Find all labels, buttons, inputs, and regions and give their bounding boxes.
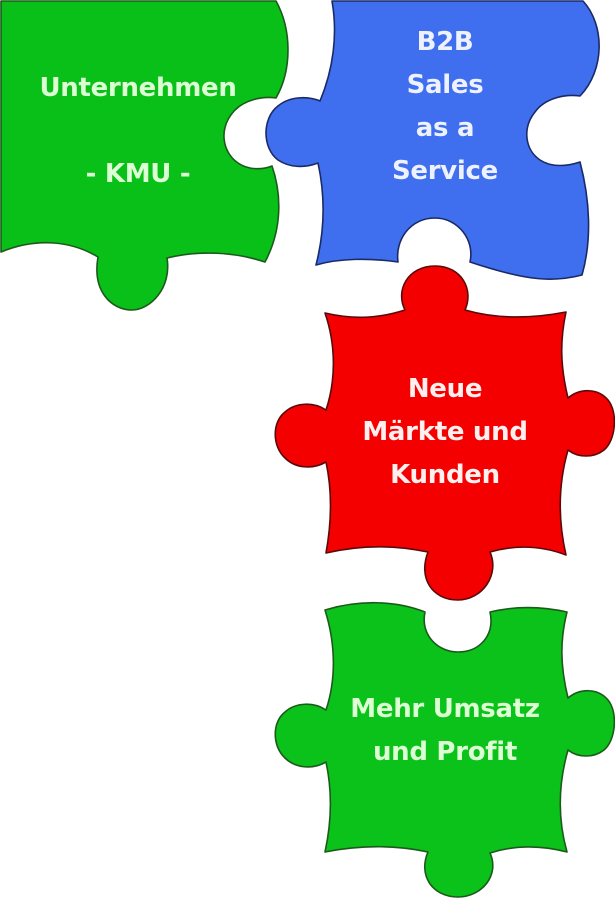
puzzle-piece-unternehmen bbox=[0, 0, 289, 311]
label-line: Mehr Umsatz bbox=[350, 694, 540, 724]
label-line: und Profit bbox=[372, 737, 518, 767]
puzzle-piece-neue-maerkte bbox=[274, 265, 615, 601]
puzzle-piece-mehr-umsatz bbox=[274, 601, 615, 898]
label-b2b-sales: B2B Sales as a Service bbox=[350, 21, 540, 193]
label-line: B2B bbox=[416, 27, 474, 57]
label-line bbox=[18, 110, 258, 153]
label-line: - KMU - bbox=[85, 159, 191, 189]
label-line: Kunden bbox=[390, 460, 500, 490]
label-line: Service bbox=[392, 156, 498, 186]
label-neue-maerkte: Neue Märkte und Kunden bbox=[340, 368, 550, 497]
puzzle-piece-b2b-sales bbox=[265, 0, 600, 281]
label-mehr-umsatz: Mehr Umsatz und Profit bbox=[330, 688, 560, 774]
label-line: Sales bbox=[406, 70, 484, 100]
label-line: as a bbox=[415, 113, 475, 143]
label-line: Unternehmen bbox=[39, 73, 237, 103]
label-unternehmen: Unternehmen - KMU - bbox=[18, 67, 258, 196]
label-line: Märkte und bbox=[362, 417, 528, 447]
label-line: Neue bbox=[407, 374, 483, 404]
